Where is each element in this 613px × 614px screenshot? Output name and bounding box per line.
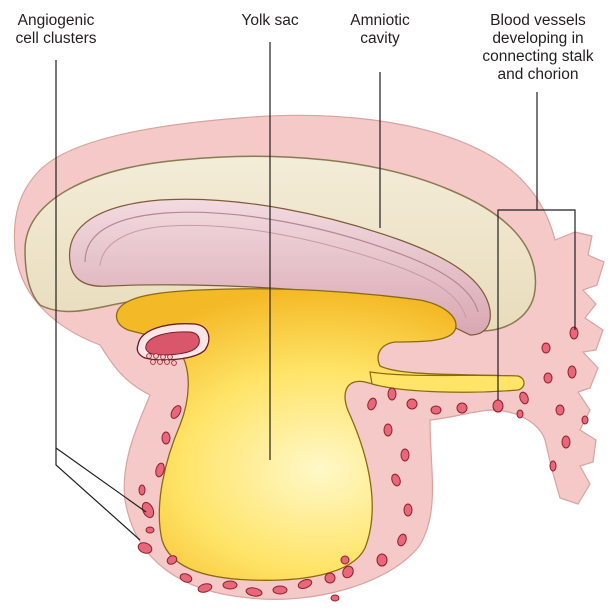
label-line: Amniotic (340, 12, 420, 30)
label-line: cell clusters (6, 30, 106, 48)
label-blood-vessels: Blood vessels developing in connecting s… (468, 12, 608, 84)
label-line: Blood vessels (468, 12, 608, 30)
label-line: Yolk sac (230, 12, 310, 30)
label-line: developing in (468, 30, 608, 48)
label-angiogenic-cell-clusters: Angiogenic cell clusters (6, 12, 106, 48)
label-yolk-sac: Yolk sac (230, 12, 310, 30)
label-line: and chorion (468, 66, 608, 84)
label-line: connecting stalk (468, 48, 608, 66)
label-line: Angiogenic (6, 12, 106, 30)
label-amniotic-cavity: Amniotic cavity (340, 12, 420, 48)
label-line: cavity (340, 30, 420, 48)
